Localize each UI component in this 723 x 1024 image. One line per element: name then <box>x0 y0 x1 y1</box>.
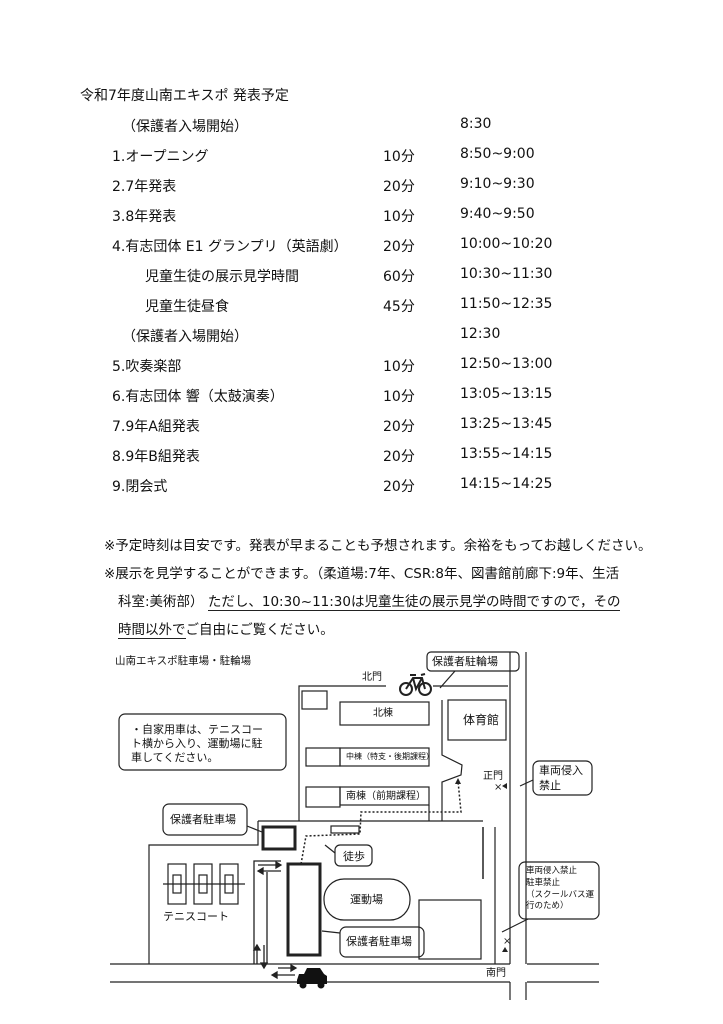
schedule-time: 12:50~13:00 <box>460 356 553 372</box>
schedule-label: 4.有志団体 E1 グランプリ（英語劇） <box>112 239 348 255</box>
gym-label: 体育館 <box>463 713 500 727</box>
note-exhibit-line3: 時間以外でご自由にご覧ください。 <box>118 622 334 639</box>
no-entry-south-4: 行のため） <box>526 901 569 911</box>
no-entry-south-3: （スクールバス運 <box>526 890 595 900</box>
schedule-time: 11:50~12:35 <box>460 296 553 312</box>
svg-text:×: × <box>503 936 511 947</box>
note-exhibit-line1: ※展示を見学することができます。（柔道場:7年、CSR:8年、図書館前廊下:9年… <box>104 566 620 582</box>
note-exhibit-line2: 科室:美術部） ただし、10:30~11:30は児童生徒の展示見学の時間ですので… <box>118 594 621 611</box>
parking-big-label: 保護者駐車場 <box>346 935 412 948</box>
south-building <box>339 786 430 806</box>
svg-text:×: × <box>494 782 502 793</box>
note-exhibit-free: ご自由にご覧ください。 <box>185 622 334 638</box>
north-gate-label: 北門 <box>362 672 382 683</box>
schedule-time: 8:50~9:00 <box>460 146 535 162</box>
small-building <box>301 690 328 710</box>
tennis-court-label: テニスコート <box>163 910 229 923</box>
schedule-time: 8:30 <box>460 116 492 132</box>
schedule-row: 3.8年発表 10分 9:40~9:50 <box>0 206 723 225</box>
bike-parking-label: 保護者駐輪場 <box>432 655 498 668</box>
no-entry-label-2: 禁止 <box>539 779 561 792</box>
schedule-label: （保護者入場開始） <box>122 329 248 345</box>
no-entry-south-2: 駐車禁止 <box>526 878 561 888</box>
schedule-row: 児童生徒の展示見学時間 60分 10:30~11:30 <box>0 266 723 285</box>
note-exhibit-rooms: 科室:美術部） <box>118 594 204 610</box>
schedule-row: 8.9年B組発表 20分 13:55~14:15 <box>0 446 723 465</box>
no-entry-south-1: 車両侵入禁止 <box>526 866 578 876</box>
schedule-duration: 20分 <box>383 179 415 195</box>
schedule-time: 13:05~13:15 <box>460 386 553 402</box>
ground-area <box>323 878 411 921</box>
schedule-time: 14:15~14:25 <box>460 476 553 492</box>
schedule-row: （保護者入場開始） 12:30 <box>0 326 723 345</box>
private-car-note-3: 車してください。 <box>131 751 219 764</box>
ground-label: 運動場 <box>350 893 383 906</box>
schedule-time: 10:30~11:30 <box>460 266 553 282</box>
page-title: 令和7年度山南エキスポ 発表予定 <box>80 88 289 104</box>
schedule-duration: 20分 <box>383 449 415 465</box>
schedule-label: 児童生徒の展示見学時間 <box>145 269 299 285</box>
south-gate-label: 南門 <box>486 968 506 979</box>
schedule-label: （保護者入場開始） <box>122 119 248 135</box>
parking-small-area <box>261 825 297 851</box>
private-car-note-2: ト横から入り、運動場に駐 <box>131 737 263 750</box>
no-entry-label-1: 車両侵入 <box>539 764 583 777</box>
middle-building <box>339 747 430 767</box>
note-exhibit-warning: ただし、10:30~11:30は児童生徒の展示見学の時間ですので，その <box>207 594 621 611</box>
walk-label: 徒歩 <box>343 850 365 863</box>
schedule-duration: 10分 <box>383 149 415 165</box>
schedule-row: 5.吹奏楽部 10分 12:50~13:00 <box>0 356 723 375</box>
schedule-label: 3.8年発表 <box>112 209 177 225</box>
schedule-label: 5.吹奏楽部 <box>112 359 182 375</box>
schedule-duration: 20分 <box>383 239 415 255</box>
schedule-duration: 20分 <box>383 419 415 435</box>
bicycle-icon <box>399 673 432 696</box>
schedule-label: 1.オープニング <box>112 149 209 165</box>
schedule-time: 13:25~13:45 <box>460 416 553 432</box>
schedule-duration: 20分 <box>383 479 415 495</box>
schedule-duration: 10分 <box>383 359 415 375</box>
north-building-label: 北棟 <box>373 708 393 719</box>
parking-small-label: 保護者駐車場 <box>170 813 236 826</box>
schedule-time: 9:40~9:50 <box>460 206 535 222</box>
note-exhibit-warning-end: 時間以外で <box>118 622 186 639</box>
schedule-duration: 45分 <box>383 299 415 315</box>
schedule-duration: 10分 <box>383 389 415 405</box>
schedule-label: 9.閉会式 <box>112 479 168 495</box>
tennis-courts <box>163 863 245 905</box>
schedule-label: 7.9年A組発表 <box>112 419 200 435</box>
schedule-label: 6.有志団体 響（太鼓演奏） <box>112 389 284 405</box>
schedule-time: 10:00~10:20 <box>460 236 553 252</box>
schedule-row: 1.オープニング 10分 8:50~9:00 <box>0 146 723 165</box>
private-car-note-1: ・自家用車は、テニスコー <box>131 723 263 736</box>
schedule-row: 2.7年発表 20分 9:10~9:30 <box>0 176 723 195</box>
schedule-time: 13:55~14:15 <box>460 446 553 462</box>
schedule-row: 児童生徒昼食 45分 11:50~12:35 <box>0 296 723 315</box>
schedule-row: （保護者入場開始） 8:30 <box>0 116 723 135</box>
schedule-label: 2.7年発表 <box>112 179 177 195</box>
south-building-label: 南棟（前期課程） <box>346 791 426 802</box>
car-icon <box>297 968 327 989</box>
schedule-duration: 60分 <box>383 269 415 285</box>
north-building <box>339 701 430 726</box>
schedule-label: 8.9年B組発表 <box>112 449 200 465</box>
schedule-row: 6.有志団体 響（太鼓演奏） 10分 13:05~13:15 <box>0 386 723 405</box>
parking-big-area <box>286 862 322 957</box>
walking-path <box>300 780 462 865</box>
car-route-arrows-icon <box>252 860 298 980</box>
schedule-row: 7.9年A組発表 20分 13:25~13:45 <box>0 416 723 435</box>
map-title: 山南エキスポ駐車場・駐輪場 <box>115 655 252 667</box>
middle-building-label: 中棟（特支・後期課程） <box>346 752 434 761</box>
main-gate-label: 正門 <box>483 771 503 782</box>
schedule-duration: 10分 <box>383 209 415 225</box>
schedule-row: 9.閉会式 20分 14:15~14:25 <box>0 476 723 495</box>
gym-building <box>447 699 507 741</box>
schedule-row: 4.有志団体 E1 グランプリ（英語劇） 20分 10:00~10:20 <box>0 236 723 255</box>
note-timing: ※予定時刻は目安です。発表が早まることも予想されます。余裕をもってお越しください… <box>104 538 652 554</box>
schedule-time: 12:30 <box>460 326 501 342</box>
schedule-label: 児童生徒昼食 <box>145 299 229 315</box>
schedule-time: 9:10~9:30 <box>460 176 535 192</box>
